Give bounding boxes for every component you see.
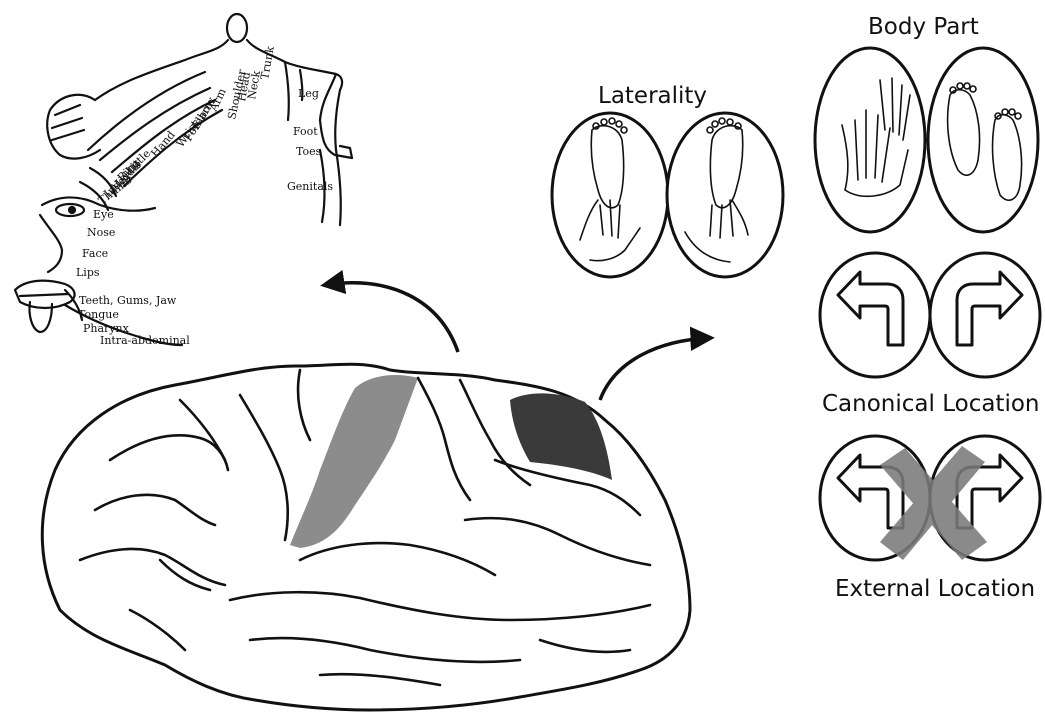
canonical-oval-right (930, 253, 1040, 377)
external-location-title: External Location (835, 576, 1035, 602)
body-part-oval-hand (815, 48, 925, 232)
body-part-oval-feet (928, 48, 1038, 232)
arrow-to-homunculus (325, 283, 458, 352)
external-location-panel (820, 436, 1040, 560)
body-part-title: Body Part (868, 14, 979, 40)
label-face: Face (82, 247, 108, 260)
canonical-oval-left (820, 253, 930, 377)
canonical-location-title: Canonical Location (822, 391, 1040, 417)
brain (42, 364, 690, 710)
label-teeth-gums-jaw: Teeth, Gums, Jaw (79, 294, 177, 307)
label-genitals: Genitals (287, 180, 333, 193)
label-hand: Hand (148, 128, 177, 160)
homunculus-hand (47, 95, 100, 159)
laterality-panel (552, 113, 783, 277)
label-toes: Toes (296, 145, 322, 158)
label-tongue: Tongue (78, 308, 119, 321)
laterality-oval-right (667, 113, 783, 277)
label-nose: Nose (87, 226, 115, 239)
label-intra-abdominal: Intra-abdominal (100, 334, 190, 347)
laterality-title: Laterality (598, 83, 707, 109)
homunculus-head (227, 14, 247, 42)
canonical-location-panel (820, 253, 1040, 377)
body-part-panel (815, 48, 1038, 232)
laterality-oval-left (552, 113, 668, 277)
label-foot: Foot (293, 125, 318, 138)
label-eye: Eye (93, 208, 114, 221)
arrow-to-tasks (600, 338, 710, 400)
label-lips: Lips (76, 266, 100, 279)
label-leg: Leg (298, 87, 319, 100)
